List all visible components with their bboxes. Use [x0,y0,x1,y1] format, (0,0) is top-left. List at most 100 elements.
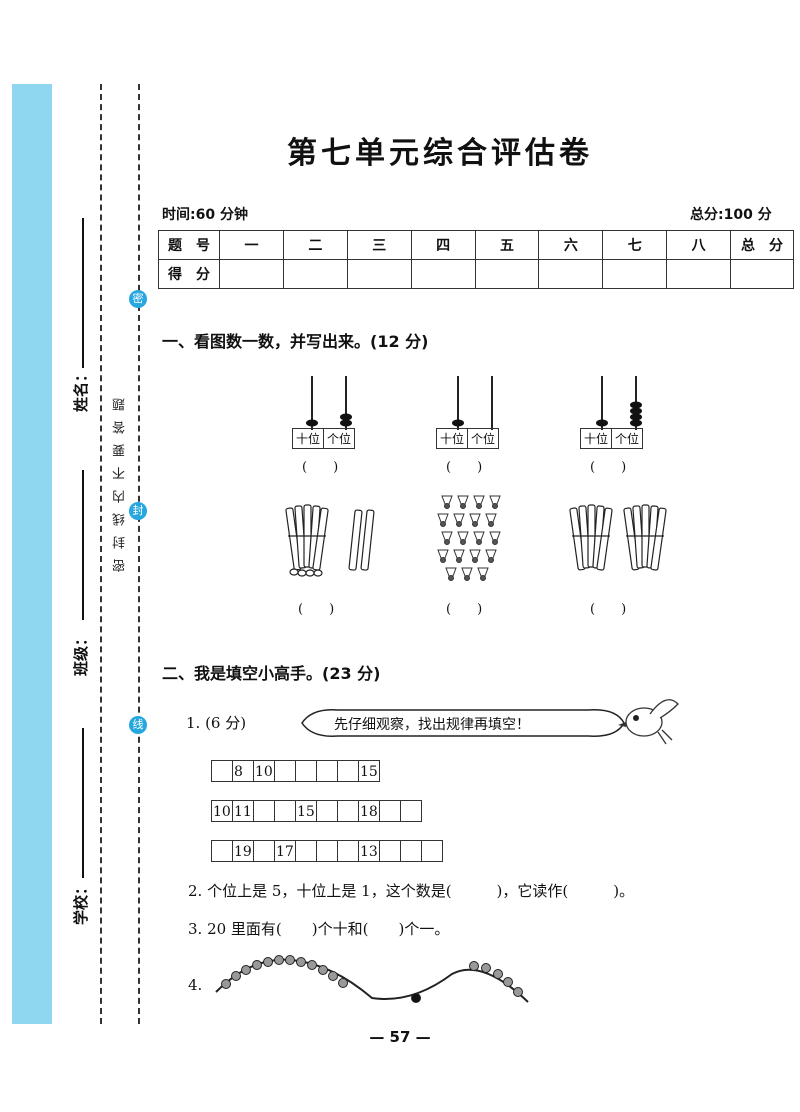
number-cell[interactable] [379,840,401,862]
tens-label: 十位 [440,432,465,446]
score-header-cell: 七 [602,230,668,260]
q1-label: 1. (6 分) [186,714,247,732]
score-cell[interactable] [474,259,540,289]
score-cell[interactable] [410,259,476,289]
score-cell[interactable] [730,259,794,289]
score-table-header-row: 题 号 一 二 三 四 五 六 七 八 总 分 [158,230,794,260]
ones-label: 个位 [611,429,642,448]
number-cell[interactable]: 15 [295,800,317,822]
score-cell[interactable] [538,259,604,289]
score-cell[interactable] [602,259,668,289]
number-cell[interactable] [295,840,317,862]
number-cell[interactable] [316,840,338,862]
page-number: — 57 — [369,1028,431,1046]
score-header-cell: 八 [666,230,731,260]
stick-bundle-group-3 [569,504,667,571]
score-header-cell: 四 [410,230,476,260]
score-header-cell: 五 [474,230,540,260]
page-title: 第七单元综合评估卷 [287,136,593,171]
number-cell[interactable]: 17 [274,840,296,862]
score-row-label: 得 分 [158,259,220,289]
number-cell[interactable]: 19 [232,840,254,862]
dashed-line-inner [138,84,140,1024]
number-cell[interactable]: 11 [232,800,254,822]
total-score-info: 总分:100 分 [690,207,772,223]
number-cell[interactable] [400,840,422,862]
score-header-cell: 题 号 [158,230,220,260]
abacus-1-board: 十位 个位 [292,428,356,449]
sidebar-strip [12,84,52,1024]
answer-paren[interactable]: ( ) [302,460,339,475]
number-cell[interactable] [295,760,317,782]
number-cell[interactable]: 13 [358,840,380,862]
number-cell[interactable] [253,800,275,822]
abacus-3 [596,376,642,430]
number-cell[interactable]: 8 [232,760,254,782]
seal-notice: 密封线内不要答题 [113,388,128,572]
score-cell[interactable] [219,259,284,289]
dashed-line-outer [100,84,102,1024]
number-cell[interactable] [337,840,359,862]
tens-label: 十位 [296,432,321,446]
number-cell[interactable] [253,840,275,862]
shuttlecock-group [437,495,501,581]
class-label: 班级： [72,630,90,676]
score-table: 题 号 一 二 三 四 五 六 七 八 总 分 得 分 [158,230,794,289]
number-cell[interactable] [337,760,359,782]
abacus-3-board: 十位 个位 [580,428,644,449]
number-cell[interactable] [211,840,233,862]
number-cell[interactable] [400,800,422,822]
score-header-cell: 总 分 [730,230,794,260]
answer-paren[interactable]: ( ) [446,602,483,617]
abacus-2 [452,376,493,430]
stick-bundle-group-1 [285,504,375,577]
number-row-2: 10 11 15 18 [211,800,422,822]
q4-label: 4. [188,976,203,994]
seal-marker-feng: 封 [129,502,147,520]
tens-label: 十位 [584,432,609,446]
score-cell[interactable] [346,259,412,289]
abacus-1 [306,376,352,430]
number-cell[interactable] [421,840,443,862]
number-cell[interactable]: 10 [211,800,233,822]
number-cell[interactable] [274,760,296,782]
score-table-score-row: 得 分 [158,259,794,289]
q3-text: 3. 20 里面有( )个十和( )个一。 [188,920,450,938]
name-field-line [82,218,84,368]
seal-marker-xian: 线 [129,716,147,734]
score-header-cell: 三 [346,230,412,260]
number-cell[interactable] [337,800,359,822]
school-label: 学校： [72,879,90,925]
section1-heading: 一、看图数一数，并写出来。(12 分) [162,332,429,351]
abacus-2-board: 十位 个位 [436,428,500,449]
number-cell[interactable] [211,760,233,782]
number-cell[interactable] [274,800,296,822]
banner-text: 先仔细观察，找出规律再填空！ [334,717,530,733]
ones-label: 个位 [467,429,498,448]
number-row-1: 8 10 15 [211,760,380,782]
answer-paren[interactable]: ( ) [298,602,335,617]
score-header-cell: 一 [219,230,284,260]
score-header-cell: 六 [538,230,604,260]
score-cell[interactable] [666,259,731,289]
number-cell[interactable] [379,800,401,822]
bird-icon [618,699,679,745]
number-cell[interactable] [316,760,338,782]
class-field-line [82,470,84,620]
bead-string [215,955,529,1003]
number-cell[interactable]: 10 [253,760,275,782]
school-field-line [82,728,84,878]
number-cell[interactable]: 15 [358,760,380,782]
seal-marker-mi: 密 [129,290,147,308]
score-cell[interactable] [282,259,348,289]
section2-heading: 二、我是填空小高手。(23 分) [162,664,381,683]
number-cell[interactable] [316,800,338,822]
ones-label: 个位 [323,429,354,448]
answer-paren[interactable]: ( ) [590,460,627,475]
answer-paren[interactable]: ( ) [446,460,483,475]
name-label: 姓名： [72,366,90,412]
time-info: 时间:60 分钟 [162,207,248,223]
number-cell[interactable]: 18 [358,800,380,822]
answer-paren[interactable]: ( ) [590,602,627,617]
number-row-3: 19 17 13 [211,840,443,862]
